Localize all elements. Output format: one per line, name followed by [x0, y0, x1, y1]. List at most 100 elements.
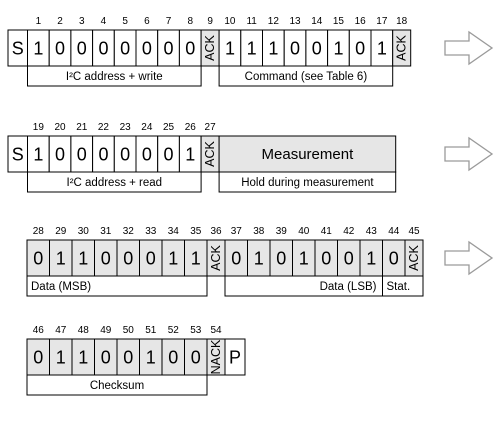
bit-number: 38 [253, 226, 265, 237]
bit-number: 8 [187, 16, 193, 27]
right-arrow-icon [444, 240, 494, 276]
bit-number: 33 [145, 226, 157, 237]
bit-value: 0 [142, 39, 152, 59]
bit-number: 42 [343, 226, 355, 237]
bit-value: 0 [290, 39, 300, 59]
bit-value: 0 [55, 39, 65, 59]
field-label: Hold during measurement [241, 177, 374, 189]
bit-value: 1 [56, 249, 66, 269]
bit-value: 0 [389, 249, 399, 269]
bit-number: 31 [100, 226, 112, 237]
bit-number: 39 [276, 226, 288, 237]
bit-number: 51 [145, 325, 157, 336]
bit-number: 18 [396, 16, 408, 27]
field-box [27, 65, 202, 87]
bit-number: 6 [144, 16, 150, 27]
bit-number: 46 [33, 325, 45, 336]
bit-number: 24 [141, 122, 153, 133]
bit-number: 40 [298, 226, 310, 237]
ack-label: ACK [407, 244, 421, 270]
bit-value: 1 [247, 39, 257, 59]
bit-number: 30 [78, 226, 90, 237]
bit-number: 7 [166, 16, 172, 27]
bit-number: 11 [246, 16, 257, 27]
field-label: Data (LSB) [320, 281, 377, 293]
field-label: I²C address + write [66, 71, 163, 83]
field-label: I²C address + read [67, 177, 163, 189]
bit-value: 0 [276, 249, 286, 269]
bit-value: 0 [164, 145, 174, 165]
bit-value: 0 [77, 39, 87, 59]
bit-value: 0 [312, 39, 322, 59]
bit-value: 1 [377, 39, 387, 59]
field-box [26, 275, 208, 297]
bit-number: 54 [210, 325, 222, 336]
bit-value: 0 [355, 39, 365, 59]
bit-value: 1 [191, 249, 201, 269]
bit-number: 53 [190, 325, 202, 336]
field-box [26, 374, 208, 396]
bit-number: 32 [123, 226, 135, 237]
bit-value: 1 [299, 249, 309, 269]
bit-number: 44 [388, 226, 400, 237]
bit-number: 21 [76, 122, 88, 133]
bit-value: 0 [98, 145, 108, 165]
start-condition: S [12, 145, 24, 165]
field-label: Stat. [387, 281, 411, 293]
bit-number: 3 [79, 16, 85, 27]
bit-value: 1 [254, 249, 264, 269]
field-box [218, 171, 397, 193]
measurement-block [218, 135, 397, 173]
bit-number: 10 [224, 16, 236, 27]
bit-number: 48 [78, 325, 90, 336]
bit-number: 36 [210, 226, 222, 237]
field-box [218, 65, 394, 87]
bit-number: 19 [33, 122, 45, 133]
bit-value: 1 [366, 249, 376, 269]
bit-value: 0 [164, 39, 174, 59]
bit-number: 34 [168, 226, 180, 237]
bit-value: 0 [101, 348, 111, 368]
bit-number: 41 [321, 226, 333, 237]
bit-number: 43 [366, 226, 378, 237]
bit-number: 35 [190, 226, 202, 237]
field-box [382, 275, 424, 297]
bit-number: 25 [163, 122, 175, 133]
bit-value: 0 [185, 39, 195, 59]
sequence-row-1: S11203040506070809ACK1011111211301401511… [7, 16, 494, 87]
bit-number: 26 [185, 122, 197, 133]
bit-number: 28 [33, 226, 45, 237]
stop-cell [224, 338, 246, 376]
bit-value: 0 [55, 145, 65, 165]
bit-value: 0 [33, 249, 43, 269]
stop-condition: P [229, 348, 241, 368]
bit-value: 1 [33, 145, 43, 165]
start-condition: S [12, 39, 24, 59]
bit-value: 0 [120, 145, 130, 165]
field-label: Command (see Table 6) [245, 71, 368, 83]
bit-value: 0 [101, 249, 111, 269]
bit-value: 0 [120, 39, 130, 59]
bit-value: 0 [146, 249, 156, 269]
bit-value: 0 [98, 39, 108, 59]
bit-value: 1 [168, 249, 178, 269]
bit-value: 0 [123, 249, 133, 269]
bit-number: 4 [101, 16, 107, 27]
bit-value: 1 [33, 39, 43, 59]
bit-number: 27 [205, 122, 217, 133]
bit-number: 1 [36, 16, 42, 27]
bit-number: 52 [168, 325, 180, 336]
bit-number: 29 [55, 226, 67, 237]
bit-value: 1 [268, 39, 278, 59]
bit-number: 17 [376, 16, 388, 27]
bit-number: 5 [122, 16, 128, 27]
bit-value: 1 [333, 39, 343, 59]
ack-label: ACK [203, 34, 217, 60]
sequence-row-3: 28029130131032033034135136ACK37038139040… [26, 226, 494, 297]
ack-label: ACK [209, 244, 223, 270]
bit-number: 2 [57, 16, 63, 27]
bit-number: 23 [120, 122, 132, 133]
right-arrow-icon [444, 30, 494, 66]
